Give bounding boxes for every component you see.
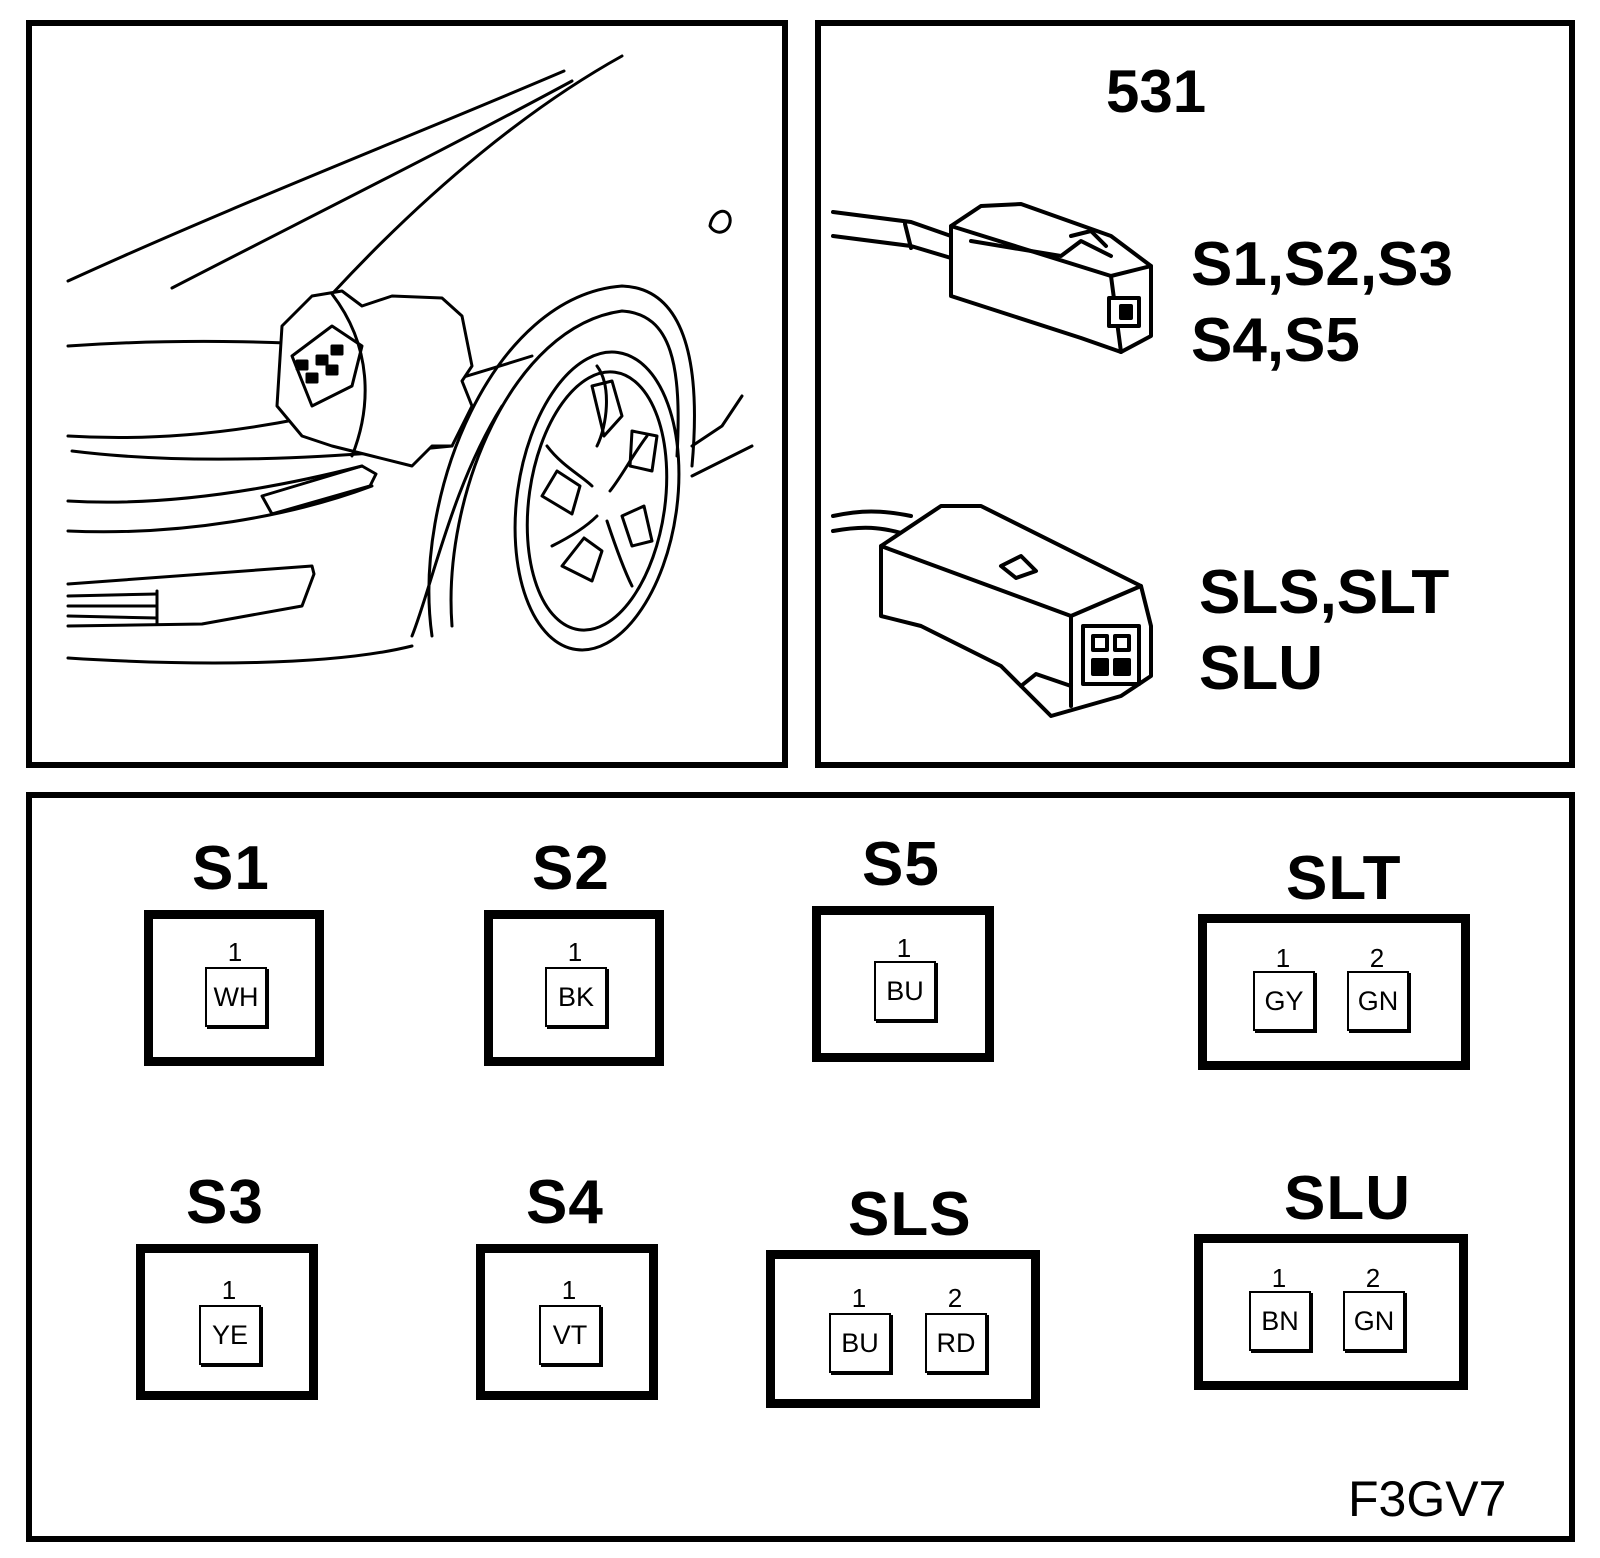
pin-number: 1 — [221, 1275, 237, 1305]
connector-name: S1 — [192, 834, 270, 903]
connector-name: S4 — [526, 1168, 604, 1237]
connector-group-a-line1: S1,S2,S3 — [1191, 230, 1453, 299]
connector-name: SLS — [848, 1180, 972, 1249]
pin-number: 1 — [567, 937, 583, 967]
pin-wire-color: GY — [1253, 971, 1315, 1031]
connector-name: S3 — [186, 1168, 264, 1237]
connector-face: 1 BU — [812, 906, 994, 1062]
pin-wire-color: YE — [199, 1305, 261, 1365]
pin-number: 1 — [896, 933, 912, 963]
pinout-panel: S1 1 WH S2 1 BK S5 1 BU SLT 1 GY 2 GN S3 — [26, 792, 1575, 1542]
connector-face: 1 BN 2 GN — [1194, 1234, 1468, 1390]
connector-name: SLT — [1286, 844, 1402, 913]
connector-name: S2 — [532, 834, 610, 903]
pin-number: 2 — [1369, 943, 1385, 973]
connector-group-b-line2: SLU — [1199, 634, 1323, 703]
pin-number: 2 — [947, 1283, 963, 1313]
pin-wire-color: WH — [205, 967, 267, 1027]
vehicle-location-panel — [26, 20, 788, 768]
pin-wire-color: BK — [545, 967, 607, 1027]
two-pin-connector-icon — [831, 504, 1153, 718]
pin-number: 1 — [851, 1283, 867, 1313]
connector-drawings — [831, 202, 1153, 718]
pin-wire-color: GN — [1347, 971, 1409, 1031]
pin-wire-color: BU — [829, 1313, 891, 1373]
figure-code: F3GV7 — [1348, 1471, 1507, 1527]
pin-number: 1 — [1271, 1263, 1287, 1293]
pin-wire-color: GN — [1343, 1291, 1405, 1351]
connector-face: 1 VT — [476, 1244, 658, 1400]
connector-face: 1 BU 2 RD — [766, 1250, 1040, 1408]
pin-number: 1 — [1275, 943, 1291, 973]
connector-name: SLU — [1284, 1164, 1411, 1233]
connector-group-b-line1: SLS,SLT — [1199, 558, 1450, 627]
connector-face: 1 BK — [484, 910, 664, 1066]
connector-types-panel: 531 S1 — [815, 20, 1575, 768]
pin-wire-color: BN — [1249, 1291, 1311, 1351]
connector-number: 531 — [1106, 58, 1207, 125]
connector-face: 1 GY 2 GN — [1198, 914, 1470, 1070]
pin-wire-color: RD — [925, 1313, 987, 1373]
pin-wire-color: BU — [874, 961, 936, 1021]
pin-number: 1 — [561, 1275, 577, 1305]
pin-number: 2 — [1365, 1263, 1381, 1293]
connector-face: 1 YE — [136, 1244, 318, 1400]
vehicle-front-illustration — [66, 54, 754, 665]
connector-face: 1 WH — [144, 910, 324, 1066]
connector-name: S5 — [862, 830, 940, 899]
connector-group-a-line2: S4,S5 — [1191, 306, 1360, 375]
pin-number: 1 — [227, 937, 243, 967]
pin-wire-color: VT — [539, 1305, 601, 1365]
single-pin-connector-icon — [831, 202, 1153, 354]
